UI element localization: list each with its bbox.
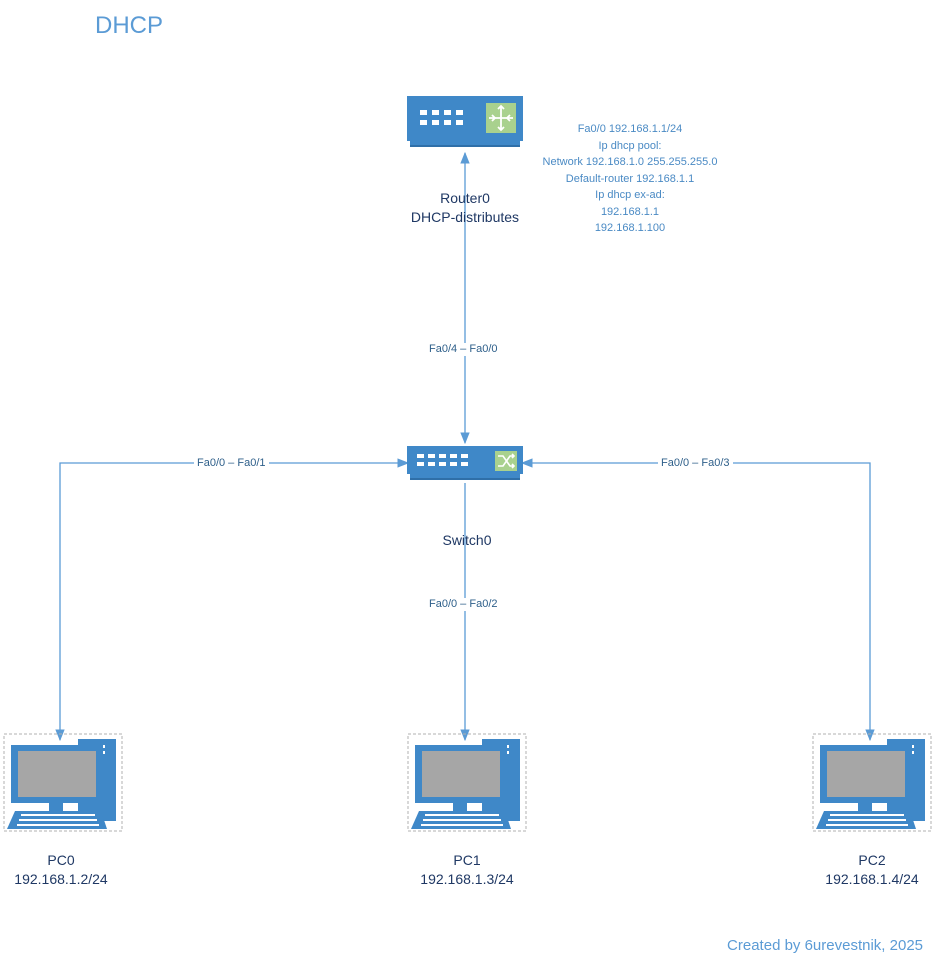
pc2-icon[interactable] (812, 733, 932, 833)
router-config: Fa0/0 192.168.1.1/24 Ip dhcp pool: Netwo… (515, 121, 745, 237)
router-name: Router0 (440, 190, 490, 206)
link-label-pc0: Fa0/0 – Fa0/1 (194, 457, 269, 470)
config-line: Default-router 192.168.1.1 (565, 172, 695, 185)
switch-icon[interactable] (407, 446, 523, 482)
router-icon[interactable] (407, 96, 523, 148)
pc0-icon[interactable] (3, 733, 123, 833)
footer-credit: Created by 6urevestnik, 2025 (727, 937, 923, 954)
config-line: Fa0/0 192.168.1.1/24 (577, 123, 683, 135)
diagram-title: DHCP (95, 12, 164, 39)
router-label: Router0 DHCP-distributes (385, 189, 545, 227)
pc1-ip: 192.168.1.3/24 (420, 871, 514, 887)
config-line: Ip dhcp pool: (598, 139, 662, 152)
link-label-router-switch: Fa0/4 – Fa0/0 (426, 343, 501, 356)
link-label-pc1: Fa0/0 – Fa0/2 (426, 598, 501, 611)
link-label-pc2: Fa0/0 – Fa0/3 (658, 457, 733, 470)
pc1-name: PC1 (453, 852, 481, 868)
pc0-label: PC0 192.168.1.2/24 (0, 851, 122, 889)
pc2-name: PC2 (858, 852, 886, 868)
router-role: DHCP-distributes (410, 209, 520, 225)
switch-label: Switch0 (442, 532, 492, 548)
config-line: Ip dhcp ex-ad: (595, 189, 665, 201)
pc0-name: PC0 (47, 852, 75, 868)
config-line: 192.168.1.100 (594, 222, 666, 234)
config-line: Network 192.168.1.0 255.255.255.0 (542, 156, 718, 168)
link-switch-pc2 (520, 458, 875, 742)
link-switch-pc0 (55, 458, 410, 742)
pc1-label: PC1 192.168.1.3/24 (405, 851, 529, 889)
pc2-ip: 192.168.1.4/24 (825, 871, 919, 887)
pc2-label: PC2 192.168.1.4/24 (810, 851, 934, 889)
pc0-ip: 192.168.1.2/24 (14, 871, 108, 887)
pc1-icon[interactable] (407, 733, 527, 833)
config-line: 192.168.1.1 (600, 205, 660, 218)
